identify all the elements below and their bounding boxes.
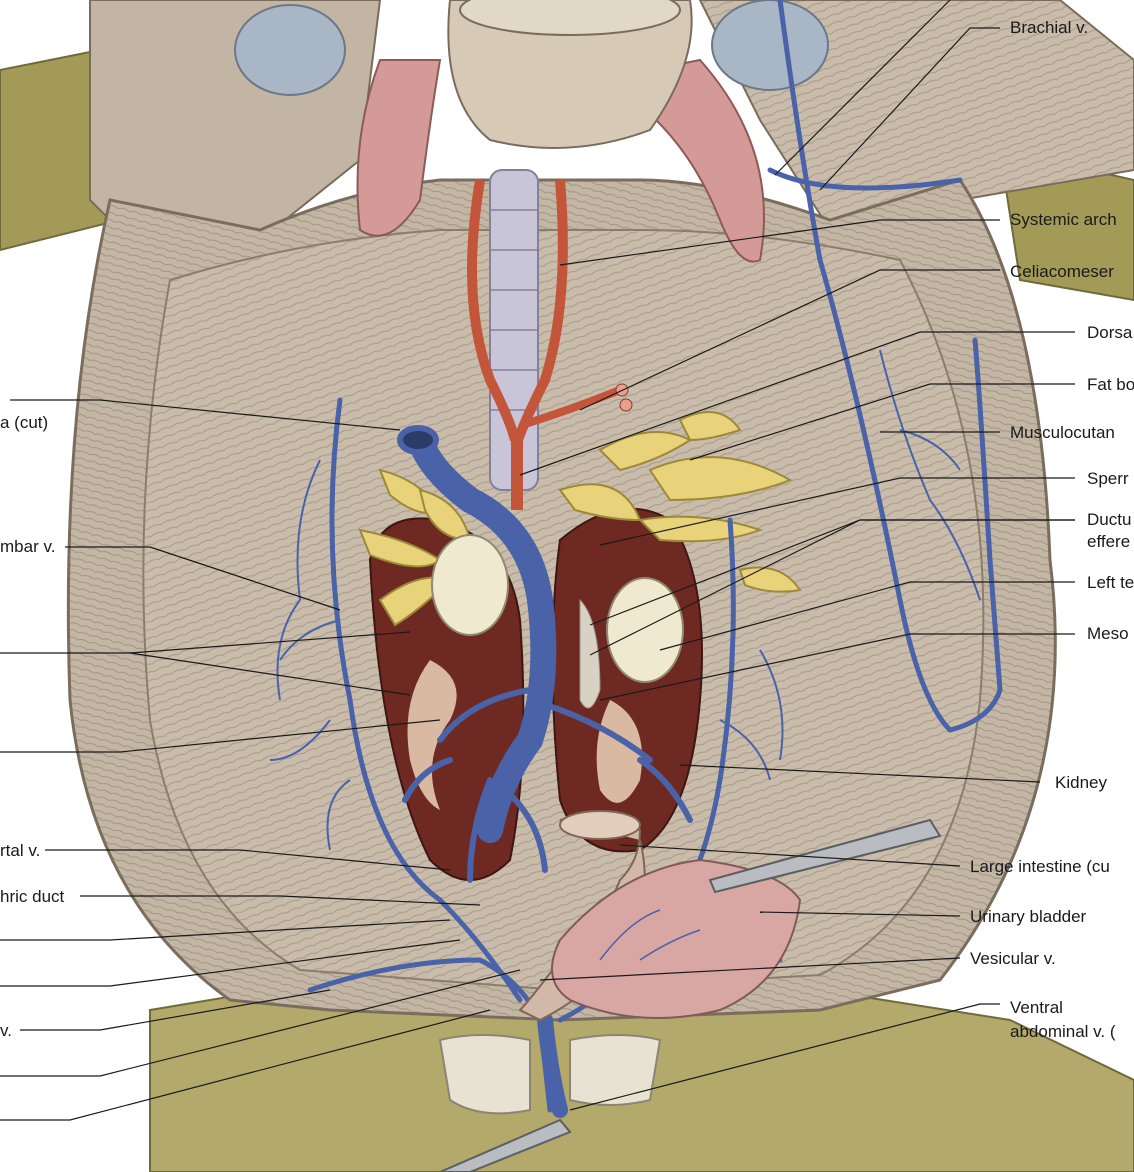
label-systemic-arch: Systemic arch: [1010, 210, 1117, 229]
label-ventral-1: Ventral: [1010, 998, 1063, 1017]
label-sperm-duct: Sperr: [1087, 469, 1129, 488]
brachial-vein: [767, 167, 963, 191]
forceps-bottom: [439, 1118, 572, 1172]
label-vein-cut: v.: [0, 1021, 12, 1040]
pubis-cut: [438, 1034, 531, 1115]
label-lumbar-vein: mbar v.: [0, 537, 56, 556]
right-eye-socket: [711, 0, 829, 91]
systemic-arch-left: [467, 179, 520, 442]
label-ventral-2: abdominal v. (: [1010, 1022, 1116, 1041]
label-celiacomesenteric: Celiacomeser: [1010, 262, 1114, 281]
left-lung: [356, 59, 442, 237]
ischium-cut: [569, 1034, 662, 1106]
label-large-intestine: Large intestine (cu: [970, 857, 1110, 876]
label-vesicular-vein: Vesicular v.: [970, 949, 1056, 968]
label-postcava: a (cut): [0, 413, 49, 432]
forceps-right: [708, 818, 942, 894]
right-testis: [431, 534, 509, 636]
musculocutaneous-vein: [777, 0, 1003, 733]
label-brachial-vein: Brachial v.: [1010, 18, 1089, 37]
label-kidney: Kidney: [1055, 773, 1107, 792]
esophagus-cut: [447, 0, 693, 149]
left-eye-socket: [234, 4, 346, 96]
label-ductus-1: Ductu: [1087, 510, 1132, 529]
postcava: [407, 427, 557, 843]
label-left-testis: Left te: [1087, 573, 1134, 592]
right-lung: [596, 58, 765, 263]
label-musculocutaneous: Musculocutan: [1010, 423, 1115, 442]
label-urinary-bladder: Urinary bladder: [970, 907, 1087, 926]
label-nephric-duct: hric duct: [0, 887, 65, 906]
left-testis: [606, 577, 684, 683]
leader-lines: [0, 0, 1075, 1121]
celiacomesenteric-artery: [520, 386, 622, 429]
label-fat-body: Fat bo: [1087, 375, 1134, 394]
ventral-abdominal-vein: [537, 1012, 568, 1118]
fat-body-right: [558, 411, 802, 593]
label-renal-portal: rtal v.: [0, 841, 41, 860]
mesorchium: [579, 598, 601, 709]
renal-portal-vein: [329, 397, 523, 1003]
label-ductus-2: effere: [1087, 532, 1131, 551]
label-dorsal-aorta: Dorsa: [1087, 323, 1133, 342]
label-mesorchium: Meso: [1087, 624, 1129, 643]
